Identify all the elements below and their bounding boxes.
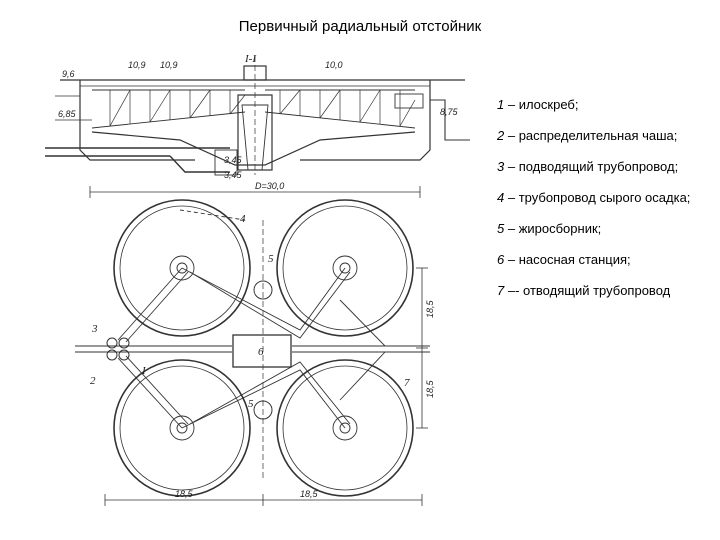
technical-drawing: I-I 9,6 6,85 10,9 10,9 10,0 8,75 3,45 3,… <box>45 53 470 506</box>
dim-top-left-a: 10,9 <box>128 60 146 70</box>
section-label: I-I <box>244 53 257 65</box>
legend-item: 3 – подводящий трубопровод; <box>497 159 679 174</box>
marker-2: 2 <box>90 375 96 387</box>
marker-7: 7 <box>404 377 410 389</box>
dim-bottom-level: 6,85 <box>58 109 77 119</box>
dim-plan-top: 18,5 <box>425 299 435 318</box>
marker-section-i: I <box>141 365 147 377</box>
dim-plan-right: 18,5 <box>300 489 319 499</box>
diagram-title: Первичный радиальный отстойник <box>238 18 482 35</box>
legend-item: 2 – распределительная чаша; <box>497 128 678 143</box>
dim-top-left-b: 10,9 <box>160 60 178 70</box>
legend-item: 6 – насосная станция; <box>497 252 631 267</box>
dim-pit-a: 3,45 <box>224 155 243 165</box>
legend-list: 1 – илоскреб; 2 – распределительная чаша… <box>497 96 707 313</box>
section-view <box>45 56 470 198</box>
plan-view <box>75 199 430 506</box>
marker-5-bottom: 5 <box>248 398 254 410</box>
legend-item: 5 – жиросборник; <box>497 221 602 236</box>
dim-outlet: 8,75 <box>440 107 459 117</box>
legend-item: 7 –- отводящий трубопровод <box>497 283 671 298</box>
dim-water-level: 9,6 <box>62 69 75 79</box>
grease-collector-top <box>253 280 273 300</box>
tank-top-left <box>113 199 251 337</box>
dim-diameter: D=30,0 <box>255 181 284 191</box>
marker-4: 4 <box>240 213 246 225</box>
pump-station <box>232 334 292 368</box>
tank-bottom-left <box>113 359 251 497</box>
marker-6: 6 <box>258 346 264 358</box>
dim-plan-bottom: 18,5 <box>425 379 435 398</box>
legend-item: 4 – трубопровод сырого осадка; <box>497 190 691 205</box>
tank-bottom-right <box>276 359 414 497</box>
dim-top-right: 10,0 <box>325 60 343 70</box>
marker-5-top: 5 <box>268 253 274 265</box>
marker-3: 3 <box>91 323 98 335</box>
dim-plan-left: 18,5 <box>175 489 194 499</box>
legend-item: 1 – илоскреб; <box>497 97 579 112</box>
dim-pit-b: 3,45 <box>224 170 243 180</box>
tank-top-right <box>276 199 414 337</box>
